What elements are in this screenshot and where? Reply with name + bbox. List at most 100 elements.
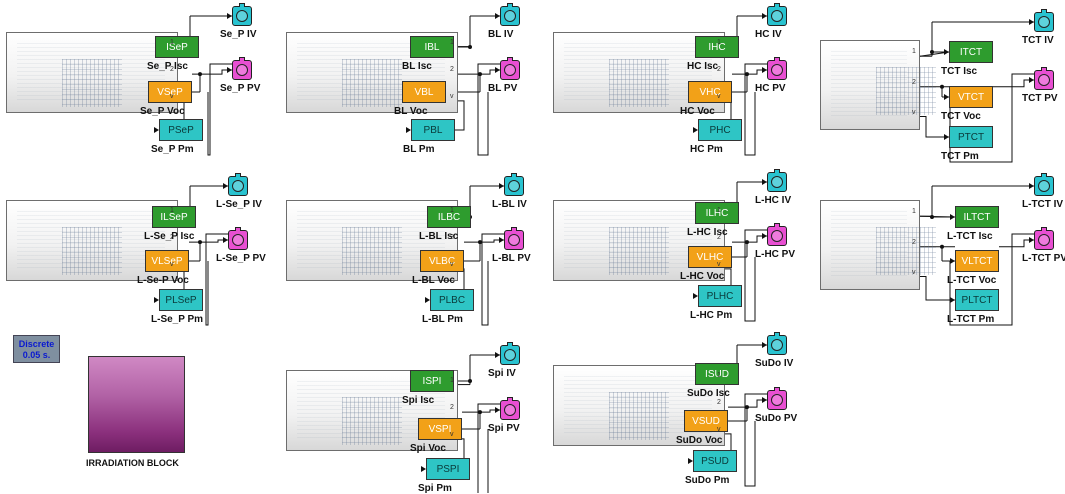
iv-scope-label: L-BL IV [492,199,527,210]
wire-loop [478,404,500,493]
pm-gain-block[interactable]: PLSeP [159,289,203,311]
scope-tab [511,173,517,177]
iv-scope[interactable] [232,6,252,26]
scope-tab [774,387,780,391]
pv-scope[interactable] [500,60,520,80]
irradiation-block[interactable] [88,356,185,453]
scope-tab [774,169,780,173]
pv-array-subsystem[interactable] [820,200,920,290]
pm-gain-block[interactable]: PTCT [949,126,993,148]
pv-scope-label: TCT PV [1022,93,1058,104]
junction-2 [745,240,749,244]
pm-label: HC Pm [690,144,723,155]
pm-label: L-BL Pm [422,314,463,325]
isc-gain-block[interactable]: ISPI [410,370,454,392]
pm-gain-block[interactable]: PSUD [693,450,737,472]
pv-array-icon [609,59,669,107]
output-port-label: 1 [912,208,916,215]
voc-gain-block[interactable]: VSUD [684,410,728,432]
junction-2 [478,72,482,76]
output-port-label: 2 [170,66,174,73]
voc-gain-block[interactable]: VLHC [688,246,732,268]
voc-gain-block[interactable]: VLTCT [955,250,999,272]
pm-gain-block[interactable]: PLTCT [955,289,999,311]
voc-label: L-BL Voc [412,275,455,286]
wire-to-pv [732,70,767,74]
isc-label: BL Isc [402,61,432,72]
iv-scope[interactable] [504,176,524,196]
isc-gain-block[interactable]: ISeP [155,36,199,58]
isc-gain-block[interactable]: IBL [410,36,454,58]
junction-2 [198,72,202,76]
pv-array-subsystem[interactable] [820,40,920,130]
pm-gain-block[interactable]: PSPI [426,458,470,480]
pm-gain-block[interactable]: PLBC [430,289,474,311]
isc-gain-block[interactable]: ITCT [949,41,993,63]
powergui-discrete-block[interactable]: Discrete 0.05 s. [13,335,60,363]
pv-array-icon [609,392,669,440]
wire-to-pv [462,410,500,412]
pv-array-icon [609,227,669,275]
pv-scope[interactable] [500,400,520,420]
iv-scope[interactable] [767,172,787,192]
output-port-label: v [170,261,174,268]
pv-scope[interactable] [232,60,252,80]
output-port-label: v [450,261,454,268]
pv-scope[interactable] [504,230,524,250]
pv-array-icon [62,59,122,107]
pv-scope[interactable] [767,226,787,246]
junction-2 [198,240,202,244]
pm-gain-block[interactable]: PLHC [698,285,742,307]
pm-gain-block[interactable]: PBL [411,119,455,141]
junction-2 [745,405,749,409]
pm-gain-block[interactable]: PHC [698,119,742,141]
output-port-label: 2 [717,66,721,73]
isc-gain-block[interactable]: ILBC [427,206,471,228]
iv-scope-label: SuDo IV [755,358,793,369]
pv-scope[interactable] [228,230,248,250]
junction-1 [468,379,472,383]
voc-label: L-TCT Voc [947,275,996,286]
isc-label: SuDo Isc [687,388,730,399]
scope-screen-icon [232,180,244,192]
voc-gain-block[interactable]: VBL [402,81,446,103]
pm-gain-block[interactable]: PSeP [159,119,203,141]
isc-gain-block[interactable]: ILTCT [955,206,999,228]
iv-scope[interactable] [767,335,787,355]
scope-screen-icon [504,404,516,416]
pv-scope[interactable] [1034,230,1054,250]
wire-isc [920,52,949,56]
iv-scope[interactable] [500,6,520,26]
solver-type: Discrete [14,339,59,350]
scope-screen-icon [1038,16,1050,28]
output-port-label: v [170,93,174,100]
iv-scope[interactable] [228,176,248,196]
pm-label: Se_P Pm [151,144,194,155]
voc-gain-block[interactable]: VTCT [949,86,993,108]
isc-gain-block[interactable]: ILSeP [152,206,196,228]
iv-scope[interactable] [1034,12,1054,32]
voc-gain-block[interactable]: VSPI [418,418,462,440]
iv-scope-label: Spi IV [488,368,516,379]
wire-to-pv [192,70,232,74]
pv-scope[interactable] [1034,70,1054,90]
output-port-label: 1 [170,207,174,214]
iv-scope[interactable] [767,6,787,26]
scope-screen-icon [771,394,783,406]
output-port-label: v [717,93,721,100]
junction-2 [940,245,944,249]
output-port-label: 2 [912,79,916,86]
voc-gain-block[interactable]: VLBC [420,250,464,272]
pv-scope[interactable] [767,390,787,410]
pv-scope[interactable] [767,60,787,80]
iv-scope[interactable] [1034,176,1054,196]
scope-screen-icon [771,339,783,351]
wire-loop [482,234,504,325]
output-port-label: v [912,109,916,116]
voc-gain-block[interactable]: VLSeP [145,250,189,272]
output-port-label: 1 [450,39,454,46]
iv-scope[interactable] [500,345,520,365]
scope-tab [235,227,241,231]
isc-label: Spi Isc [402,395,434,406]
voc-gain-block[interactable]: VHC [688,81,732,103]
